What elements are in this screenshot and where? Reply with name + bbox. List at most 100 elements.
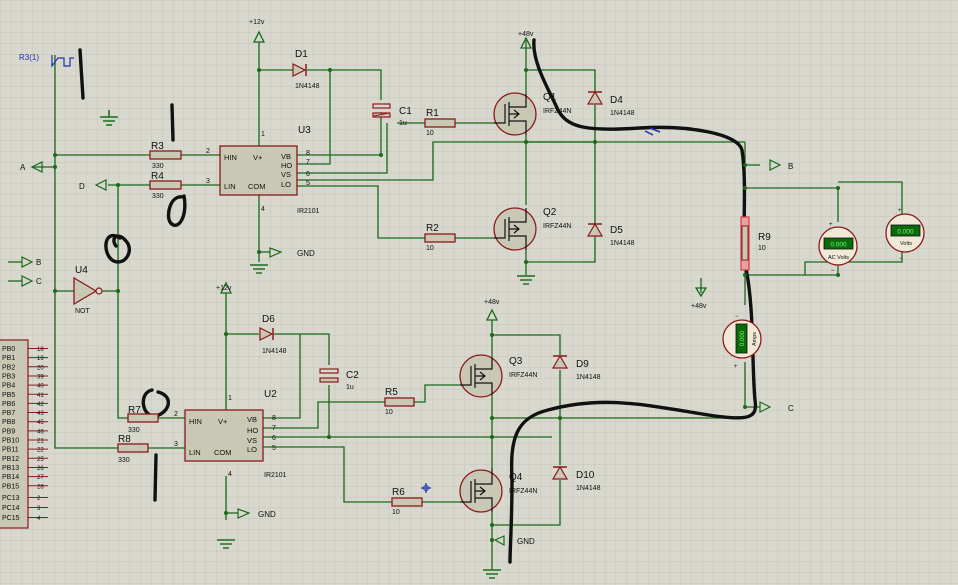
power-12v-top[interactable]: +12v [249, 19, 266, 43]
meter-reading: 0.000 [897, 229, 914, 236]
pin-number: 46 [37, 429, 44, 435]
mcu-pin-pb8[interactable]: PB8 45 [2, 419, 48, 426]
resistor-r4[interactable]: R4 330 [149, 171, 182, 200]
pin-number: 4 [228, 471, 232, 478]
capacitor-c2[interactable]: C2 1u [319, 368, 359, 391]
mosfet-q3[interactable]: Q3 IRFZ44N [459, 354, 537, 398]
ac-voltmeter-1[interactable]: 0.000 AC Volts + − [818, 222, 858, 274]
gnd-u3[interactable]: GND [250, 247, 315, 274]
capacitor-c1[interactable]: C1 1u [372, 103, 412, 127]
pin-name: HIN [189, 417, 202, 426]
voltmeter-2[interactable]: 0.000 Volts + − [885, 208, 925, 262]
pin-number: 22 [37, 448, 44, 454]
pin-number: 25 [37, 457, 44, 463]
pin-number: 43 [37, 411, 44, 417]
power-48v-q1[interactable]: +48v [518, 31, 534, 49]
resistor-r6[interactable]: R6 10 [391, 487, 423, 516]
u4-not-gate[interactable]: U4 NOT [73, 265, 103, 315]
diode-designator: D6 [262, 314, 275, 325]
power-12v-bottom[interactable]: +12v [216, 281, 233, 294]
probe-r3[interactable]: R3(1) [19, 53, 74, 68]
gnd-q4[interactable]: GND [483, 535, 535, 579]
resistor-r7[interactable]: R7 330 [127, 405, 159, 434]
mosfet-type: IRFZ44N [509, 488, 537, 495]
port-d[interactable]: D [79, 179, 107, 191]
meter-reading: 0.000 [740, 330, 746, 346]
resistor-r9[interactable]: R9 10 [740, 216, 771, 271]
ground-icon [100, 110, 118, 126]
diode-d5[interactable]: D5 1N4148 [586, 222, 635, 247]
pin-number: 2 [206, 148, 210, 155]
power-48v-q3[interactable]: +48v [484, 299, 500, 321]
resistor-r1[interactable]: R1 10 [424, 108, 456, 137]
port-c-left[interactable]: C [21, 275, 42, 287]
gnd-q2 [517, 275, 535, 285]
diode-d6[interactable]: D6 1N4148 [259, 314, 287, 355]
pin-name: HIN [224, 153, 237, 162]
probe-label: R3(1) [19, 53, 39, 62]
pin-number: 27 [37, 475, 44, 481]
pin-name: LO [247, 445, 257, 454]
pin-name: COM [214, 448, 232, 457]
cursor-marker-icon [421, 483, 431, 493]
port-label: A [20, 163, 26, 172]
diode-d4[interactable]: D4 1N4148 [586, 90, 635, 117]
resistor-value: 10 [392, 509, 400, 516]
probe-q1[interactable] [644, 127, 661, 136]
pin-name: LIN [224, 182, 236, 191]
resistor-r2[interactable]: R2 10 [424, 223, 456, 252]
port-c-right[interactable]: C [759, 401, 794, 413]
pin-name: COM [248, 182, 266, 191]
diode-type: 1N4148 [295, 83, 320, 90]
diode-d10[interactable]: D10 1N4148 [551, 465, 601, 492]
port-b-right[interactable]: B [769, 159, 793, 171]
pin-name: LIN [189, 448, 201, 457]
pin-number: 45 [37, 420, 44, 426]
pin-number: 8 [272, 415, 276, 422]
pin-number: 6 [306, 171, 310, 178]
pin-name: PB8 [2, 419, 15, 426]
gate-designator: U4 [75, 265, 88, 276]
power-label: +48v [518, 31, 534, 38]
gnd-u2[interactable]: GND [217, 508, 276, 549]
resistor-r3[interactable]: R3 330 [149, 141, 182, 170]
resistor-r8[interactable]: R8 330 [117, 434, 149, 464]
diode-d9[interactable]: D9 1N4148 [551, 354, 601, 381]
u2-ir2101[interactable]: HIN V+ LIN COM VB HO VS LO 1 2 3 4 5 6 7… [174, 389, 287, 479]
u3-ir2101[interactable]: HIN V+ LIN COM VB HO VS LO 1 2 3 4 5 6 7… [206, 125, 320, 215]
pin-name: PC15 [2, 515, 20, 522]
resistor-value: 330 [118, 457, 130, 464]
port-a[interactable]: A [20, 161, 43, 173]
mosfet-q2[interactable]: Q2 IRFZ44N [493, 207, 571, 251]
capacitor-value: 1u [399, 120, 407, 127]
mosfet-q4[interactable]: Q4 IRFZ44N [459, 468, 537, 513]
port-b-left[interactable]: B [21, 256, 41, 268]
pin-name: PB0 [2, 346, 15, 353]
ammeter[interactable]: 0.000 Amps − + [722, 314, 762, 370]
resistor-r5[interactable]: R5 10 [384, 387, 415, 416]
diode-d1[interactable]: D1 1N4148 [292, 49, 320, 90]
mosfet-q1[interactable]: Q1 IRFZ44N [493, 92, 571, 136]
power-48v-arrow[interactable]: +48v [691, 278, 708, 310]
power-label: +12v [249, 19, 265, 26]
